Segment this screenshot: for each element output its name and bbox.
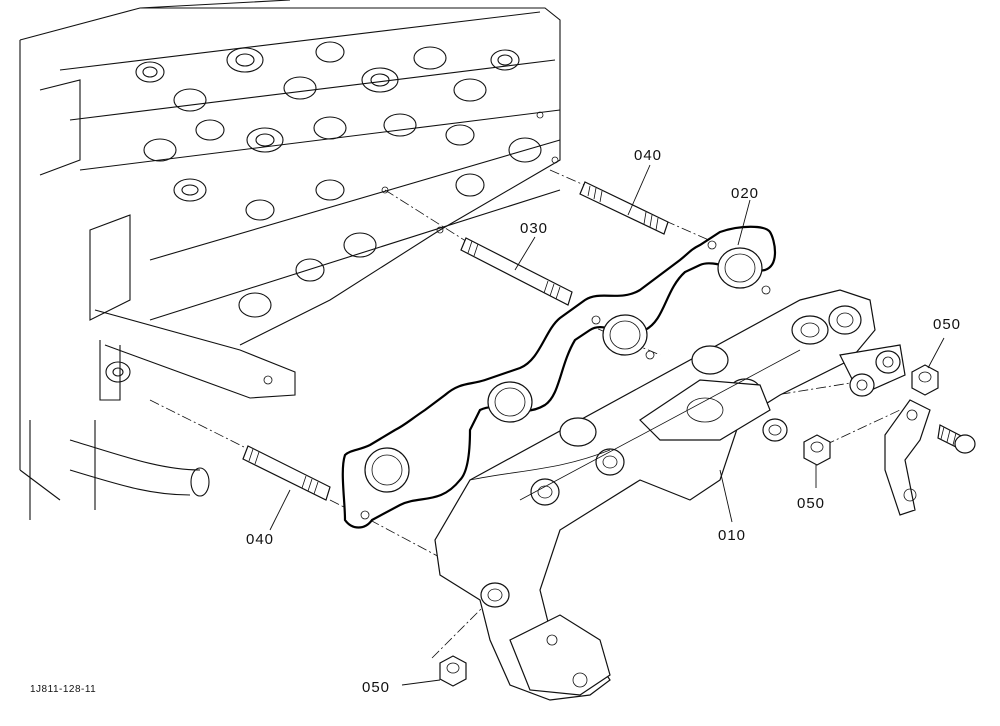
callout-stud-top: 040 [634,147,662,164]
stud-bolt-top [579,181,669,235]
head-exhaust-face [39,79,561,321]
flange-bolt [937,424,976,454]
drawing-number: 1J811-128-11 [30,684,96,695]
stud-bolt-bottom [242,445,331,501]
support-bracket [884,399,931,516]
exhaust-gasket [341,225,777,529]
head-water-pipe [29,420,210,520]
hex-nut-middle [803,434,831,466]
cylinder-head [19,0,561,520]
callout-nut-bottom: 050 [362,679,390,696]
exhaust-manifold [434,289,906,701]
hex-nut-right [911,364,939,396]
callout-stud-bottom: 040 [246,531,274,548]
hex-nut-bottom [439,655,467,687]
callout-stud-short: 030 [520,220,548,237]
callout-nut-right: 050 [933,316,961,333]
callout-nut-mid: 050 [797,495,825,512]
head-top-ports [135,41,559,234]
callout-gasket: 020 [731,185,759,202]
callout-manifold: 010 [718,527,746,544]
stud-bolt-middle [460,237,573,306]
leader-lines [269,164,945,686]
head-left-bracket [94,309,296,401]
